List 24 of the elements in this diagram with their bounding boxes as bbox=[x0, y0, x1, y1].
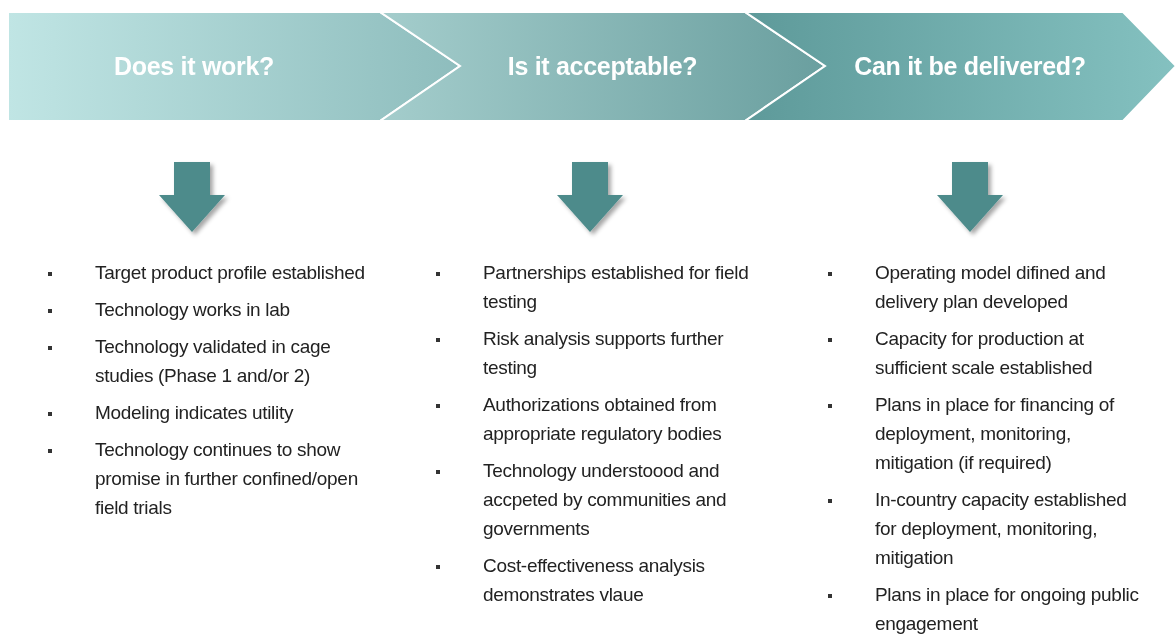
list-item: Technology understoood and accpeted by communities and governments bbox=[428, 456, 758, 543]
list-item: In-country capacity established for deployment, monitoring, mitigation bbox=[820, 485, 1150, 572]
chevron-label: Can it be delivered? bbox=[853, 52, 1087, 81]
list-item: Technology continues to show promise in further confined/open field trials bbox=[40, 435, 370, 522]
list-item: Modeling indicates utility bbox=[40, 398, 370, 427]
list-item: Authorizations obtained from appropriate regulatory bodies bbox=[428, 390, 758, 448]
chevron-label: Is it acceptable? bbox=[506, 52, 699, 81]
list-item: Target product profile established bbox=[40, 258, 370, 287]
down-arrow bbox=[159, 162, 225, 232]
list-item: Risk analysis supports further testing bbox=[428, 324, 758, 382]
chevron-shape bbox=[8, 12, 460, 121]
list-item: Technology validated in cage studies (Phase 1 and/or 2) bbox=[40, 332, 370, 390]
chevron-label: Does it work? bbox=[113, 52, 275, 81]
list-item: Cost-effectiveness analysis demonstrates vlaue bbox=[428, 551, 758, 609]
list-item: Capacity for production at sufficient scale established bbox=[820, 324, 1150, 382]
list-item: Partnerships established for field testing bbox=[428, 258, 758, 316]
list-item: Technology works in lab bbox=[40, 295, 370, 324]
list-item: Plans in place for ongoing public engagement bbox=[820, 580, 1150, 638]
chevron-shape bbox=[380, 12, 825, 121]
chevron-shape bbox=[745, 12, 1176, 121]
list-item: Plans in place for financing of deployment, monitoring, mitigation (if required) bbox=[820, 390, 1150, 477]
list-item: Operating model difined and delivery plan developed bbox=[820, 258, 1150, 316]
down-arrow bbox=[937, 162, 1003, 232]
down-arrow bbox=[557, 162, 623, 232]
